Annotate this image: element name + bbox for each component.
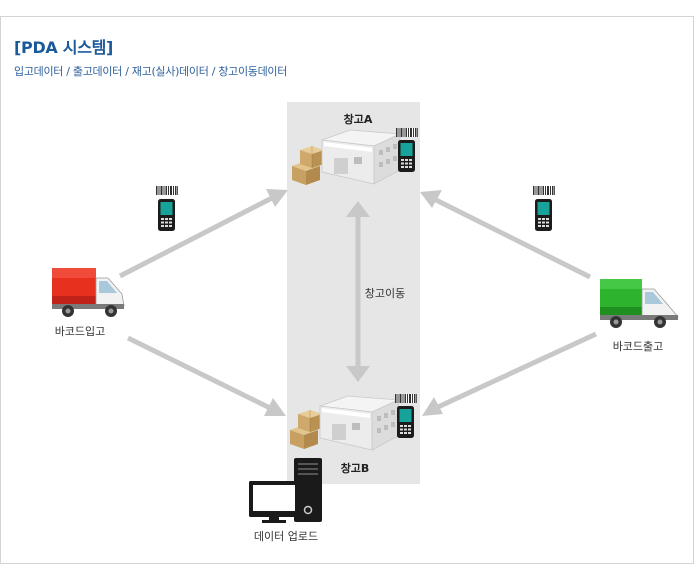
arrow-in-to-warehouse-b bbox=[126, 335, 286, 416]
arrow-out-to-warehouse-a bbox=[420, 190, 592, 280]
page-subtitle: 입고데이터 / 출고데이터 / 재고(실사)데이터 / 창고이동데이터 bbox=[14, 65, 288, 78]
page-title: [PDA 시스템] bbox=[14, 38, 114, 57]
warehouse-a-label: 창고A bbox=[344, 112, 373, 126]
scanner-right bbox=[533, 186, 555, 231]
warehouse-b-label: 창고B bbox=[341, 461, 370, 475]
pda-icon bbox=[397, 406, 414, 438]
arrow-in-to-warehouse-a bbox=[118, 189, 288, 279]
barcode-icon bbox=[395, 394, 417, 403]
barcode-in-label: 바코드입고 bbox=[55, 325, 106, 338]
pda-icon bbox=[398, 140, 415, 172]
truck-in-icon bbox=[52, 268, 125, 317]
flow-arrows bbox=[118, 189, 598, 416]
barcode-icon bbox=[396, 128, 418, 137]
barcode-icon bbox=[533, 186, 555, 195]
barcode-icon bbox=[156, 186, 178, 195]
scanner-left bbox=[156, 186, 178, 231]
barcode-out-label: 바코드출고 bbox=[613, 340, 664, 353]
pda-icon bbox=[535, 199, 552, 231]
pda-icon bbox=[158, 199, 175, 231]
warehouse-b-group: 창고B bbox=[289, 394, 417, 475]
arrow-transfer bbox=[346, 201, 370, 382]
truck-out-icon bbox=[600, 279, 679, 328]
arrow-out-to-warehouse-b bbox=[422, 331, 598, 416]
transfer-label: 창고이동 bbox=[365, 287, 405, 300]
warehouse-a-group: 창고A bbox=[291, 112, 418, 186]
data-upload-label: 데이터 업로드 bbox=[254, 530, 318, 543]
computer-icon bbox=[249, 458, 322, 523]
